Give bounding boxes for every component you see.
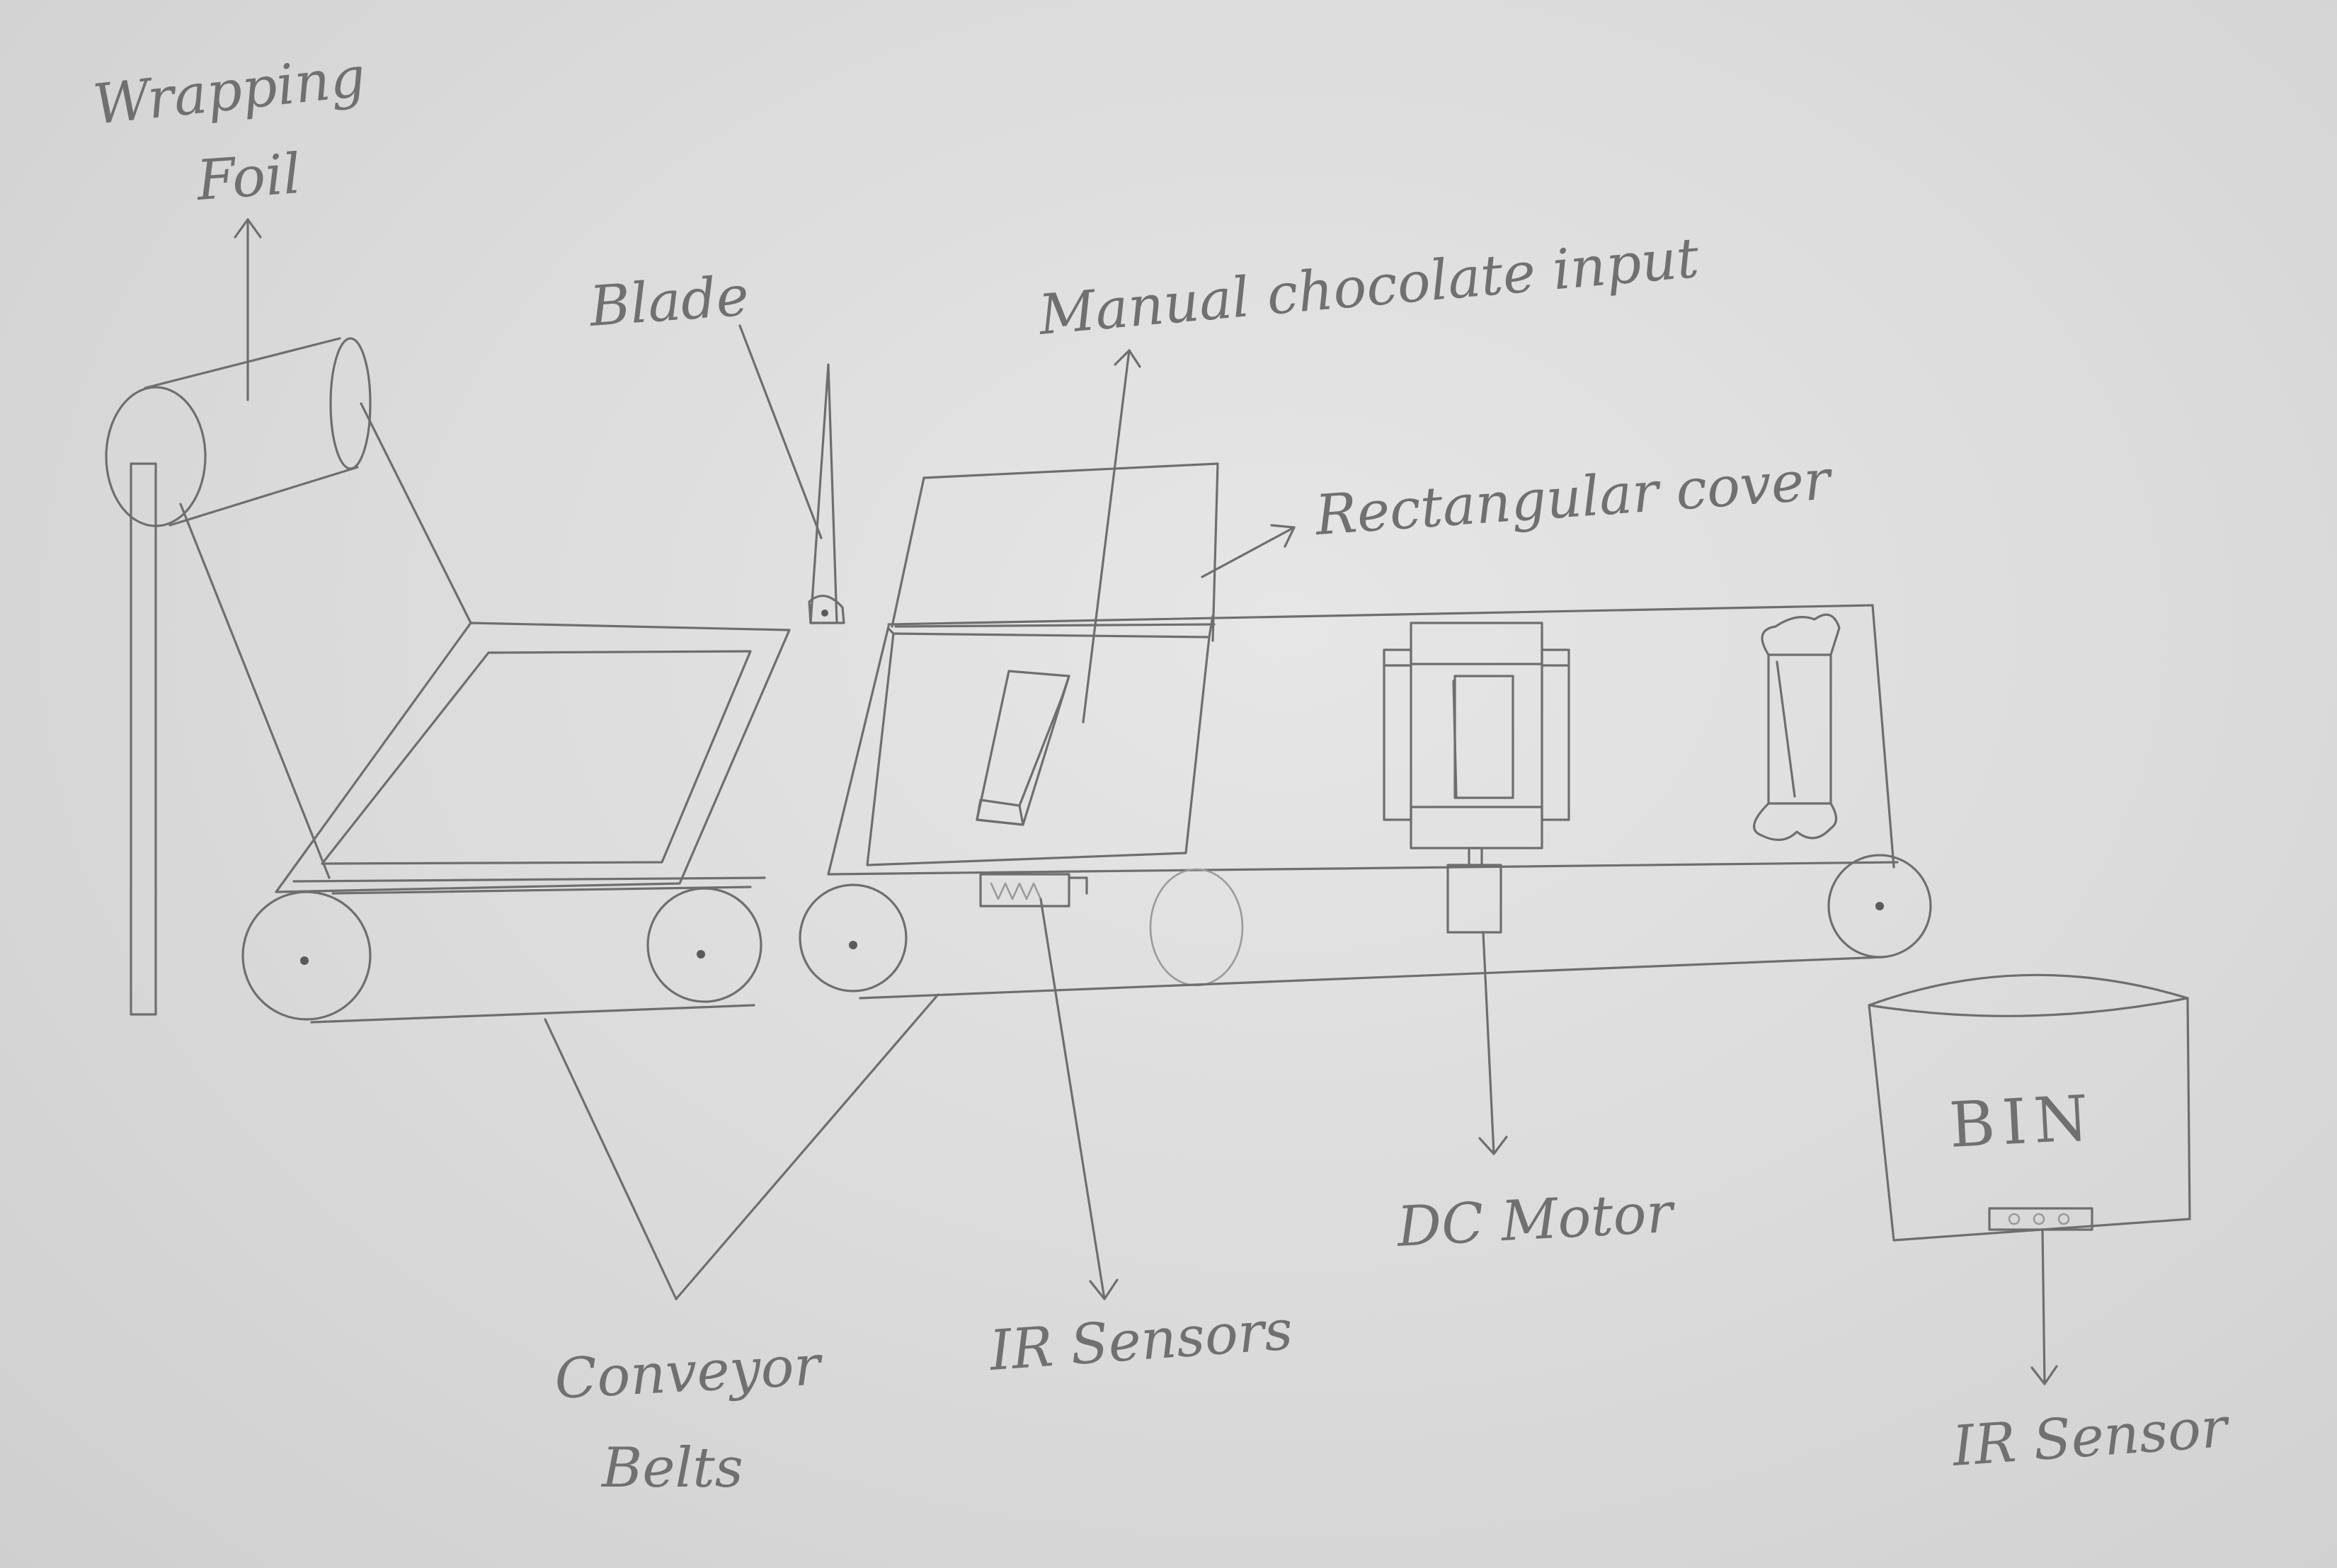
right-pulley-middle (1150, 869, 1242, 985)
label-conveyor-belts-line1: Conveyor (553, 1334, 825, 1412)
right-pulley-1 (800, 885, 906, 991)
wrapping-station (1384, 623, 1569, 848)
label-wrapping-foil-line2: Foil (193, 142, 303, 213)
blade (809, 365, 844, 623)
ir-sensor-array (981, 874, 1087, 906)
label-dc-motor: DC Motor (1394, 1181, 1677, 1259)
right-conveyor-belt (800, 605, 1931, 998)
label-manual-chocolate-input: Manual chocolate input (1035, 227, 1702, 348)
left-pulley-1 (243, 892, 370, 1019)
label-blade: Blade (586, 264, 751, 339)
label-ir-sensors: IR Sensors (986, 1298, 1295, 1383)
roll-stand (131, 464, 156, 1014)
dc-motor (1448, 848, 1501, 932)
label-conveyor-belts-line2: Belts (600, 1436, 743, 1500)
left-pulley-2 (648, 888, 761, 1002)
label-ir-sensor: IR Sensor (1949, 1396, 2232, 1479)
label-bin: BIN (1948, 1081, 2098, 1162)
wrapping-foil-roll (106, 338, 471, 1014)
label-wrapping-foil-line1: Wrapping (91, 45, 369, 137)
wrapped-chocolate (1754, 614, 1839, 840)
left-conveyor-belt (243, 623, 789, 1022)
label-rectangular-cover: Rectangular cover (1312, 448, 1836, 548)
rectangular-cover (867, 464, 1218, 865)
leader-lines (235, 219, 2057, 1384)
